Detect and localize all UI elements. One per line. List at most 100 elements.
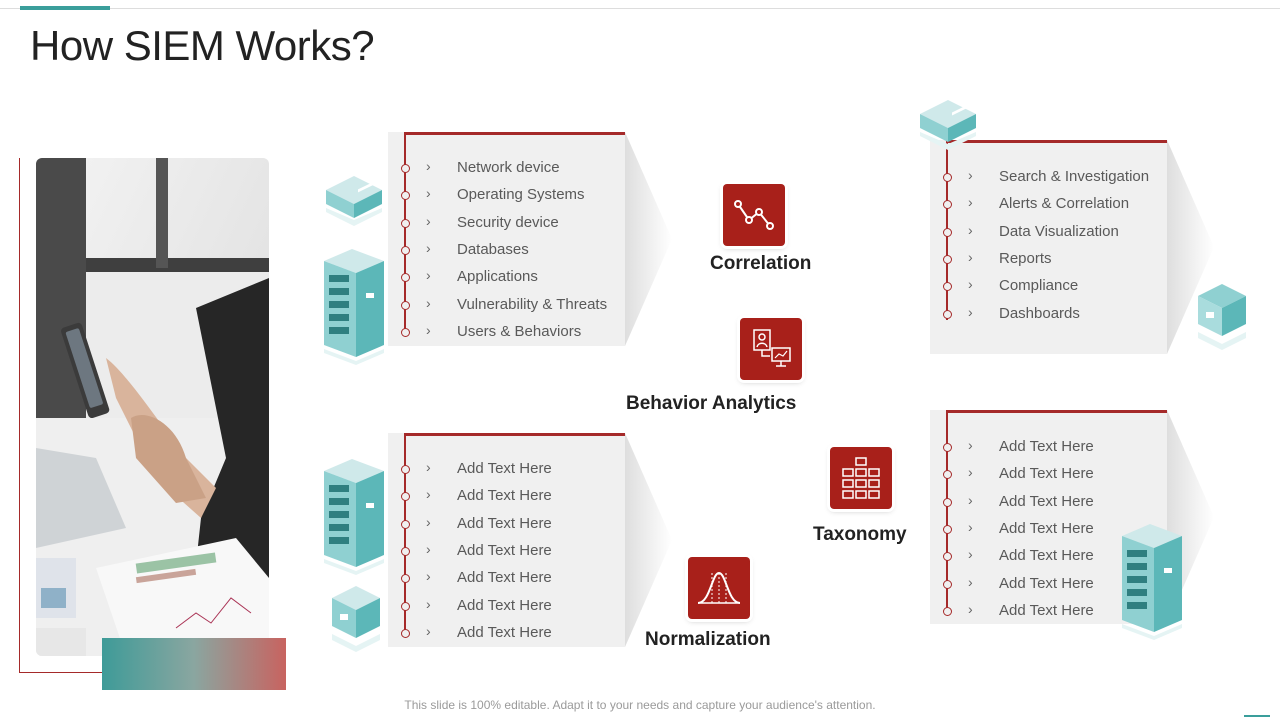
chevron-right-icon: › — [968, 600, 973, 617]
list-item: Operating Systems — [457, 186, 585, 204]
chevron-right-icon: › — [426, 212, 431, 229]
list-item: Add Text Here — [999, 519, 1094, 537]
chevron-right-icon: › — [968, 464, 973, 481]
chevron-right-icon: › — [426, 158, 431, 174]
hub-label-normalization: Normalization — [645, 629, 771, 650]
list-item: Alerts & Correlation — [999, 195, 1130, 213]
list-bullet — [943, 173, 952, 182]
business-photo — [36, 158, 269, 656]
list-item: Users & Behaviors — [457, 322, 582, 340]
list-bullet — [401, 327, 410, 337]
chevron-right-icon: › — [426, 459, 431, 475]
list-bullet — [943, 579, 952, 589]
chevron-right-icon: › — [968, 437, 973, 453]
list-bullet — [943, 497, 952, 507]
line-chart-icon — [723, 184, 785, 246]
gradient-accent-box — [102, 638, 286, 690]
list-bullet — [943, 254, 952, 264]
chevron-right-icon: › — [426, 486, 431, 503]
list-item: Add Text Here — [457, 569, 552, 587]
page-title: How SIEM Works? — [30, 22, 375, 69]
list-item: Add Text Here — [999, 601, 1094, 619]
list-bullet — [943, 524, 952, 534]
chevron-right-icon: › — [968, 167, 973, 183]
chevron-right-icon: › — [968, 276, 973, 293]
server-icon — [324, 249, 384, 365]
list-item: Search & Investigation — [999, 168, 1150, 185]
chevron-right-icon: › — [426, 513, 431, 530]
list-item: Add Text Here — [999, 547, 1094, 565]
top-rule — [0, 8, 1280, 9]
user-monitor-icon — [740, 318, 802, 380]
list-item: Data Visualization — [999, 222, 1119, 240]
list-bullet — [401, 273, 410, 283]
chevron-right-icon: › — [426, 595, 431, 612]
server-icon — [1122, 524, 1182, 640]
list-item: Add Text Here — [457, 487, 552, 505]
chevron-right-icon: › — [426, 321, 431, 338]
list-item: Security device — [457, 213, 559, 231]
list-bullet — [943, 309, 952, 319]
list-item: Add Text Here — [457, 514, 552, 532]
hierarchy-icon — [830, 447, 892, 509]
corner-accent — [1244, 715, 1270, 717]
chevron-right-icon: › — [968, 573, 973, 590]
list-bullet — [943, 227, 952, 237]
list-bullet — [401, 601, 410, 611]
list-bullet — [401, 628, 410, 638]
list-item: Compliance — [999, 277, 1079, 295]
cube-icon — [332, 586, 380, 652]
cube-icon — [1198, 284, 1246, 350]
list-bullet — [943, 200, 952, 210]
list-bullet — [943, 282, 952, 292]
chevron-right-icon: › — [968, 546, 973, 563]
server-icon — [324, 459, 384, 575]
list-item: Add Text Here — [457, 596, 552, 614]
list-bullet — [401, 546, 410, 556]
outputs-arrow — [1167, 140, 1214, 354]
chevron-right-icon: › — [426, 294, 431, 311]
chevron-right-icon: › — [426, 568, 431, 585]
list-bullet — [401, 519, 410, 529]
chevron-right-icon: › — [426, 622, 431, 639]
list-bullet — [943, 443, 952, 452]
list-item: Add Text Here — [457, 623, 552, 641]
router-icon — [920, 100, 976, 150]
hub-label-correlation: Correlation — [710, 253, 812, 274]
chevron-right-icon: › — [968, 221, 973, 238]
list-item: Reports — [999, 249, 1052, 267]
list-bullet — [401, 574, 410, 584]
list-item: Vulnerability & Threats — [457, 295, 608, 313]
list-bullet — [943, 606, 952, 616]
list-item: Dashboards — [999, 304, 1080, 322]
list-bullet — [401, 164, 410, 173]
list-bullet — [401, 300, 410, 310]
footer-note: This slide is 100% editable. Adapt it to… — [404, 698, 876, 712]
bottom-left-arrow — [625, 433, 672, 647]
list-item: Add Text Here — [457, 541, 552, 559]
bell-curve-icon — [688, 557, 750, 619]
list-bullet — [401, 218, 410, 228]
list-item: Databases — [457, 240, 529, 258]
chevron-right-icon: › — [968, 194, 973, 211]
chevron-right-icon: › — [968, 303, 973, 320]
top-accent-bar — [20, 6, 110, 10]
list-item: Add Text Here — [999, 438, 1094, 455]
list-bullet — [943, 470, 952, 480]
chevron-right-icon: › — [968, 518, 973, 535]
router-icon — [326, 176, 382, 226]
list-item: Add Text Here — [999, 574, 1094, 592]
list-item: Add Text Here — [999, 492, 1094, 510]
chevron-right-icon: › — [426, 267, 431, 284]
chevron-right-icon: › — [426, 239, 431, 256]
list-bullet — [401, 492, 410, 502]
chevron-right-icon: › — [968, 248, 973, 265]
list-bullet — [401, 465, 410, 474]
list-item: Network device — [457, 159, 560, 176]
hub-label-taxonomy: Taxonomy — [813, 524, 907, 545]
list-bullet — [401, 245, 410, 255]
chevron-right-icon: › — [426, 185, 431, 202]
list-bullet — [943, 552, 952, 562]
sources-arrow — [625, 132, 672, 346]
chevron-right-icon: › — [426, 540, 431, 557]
